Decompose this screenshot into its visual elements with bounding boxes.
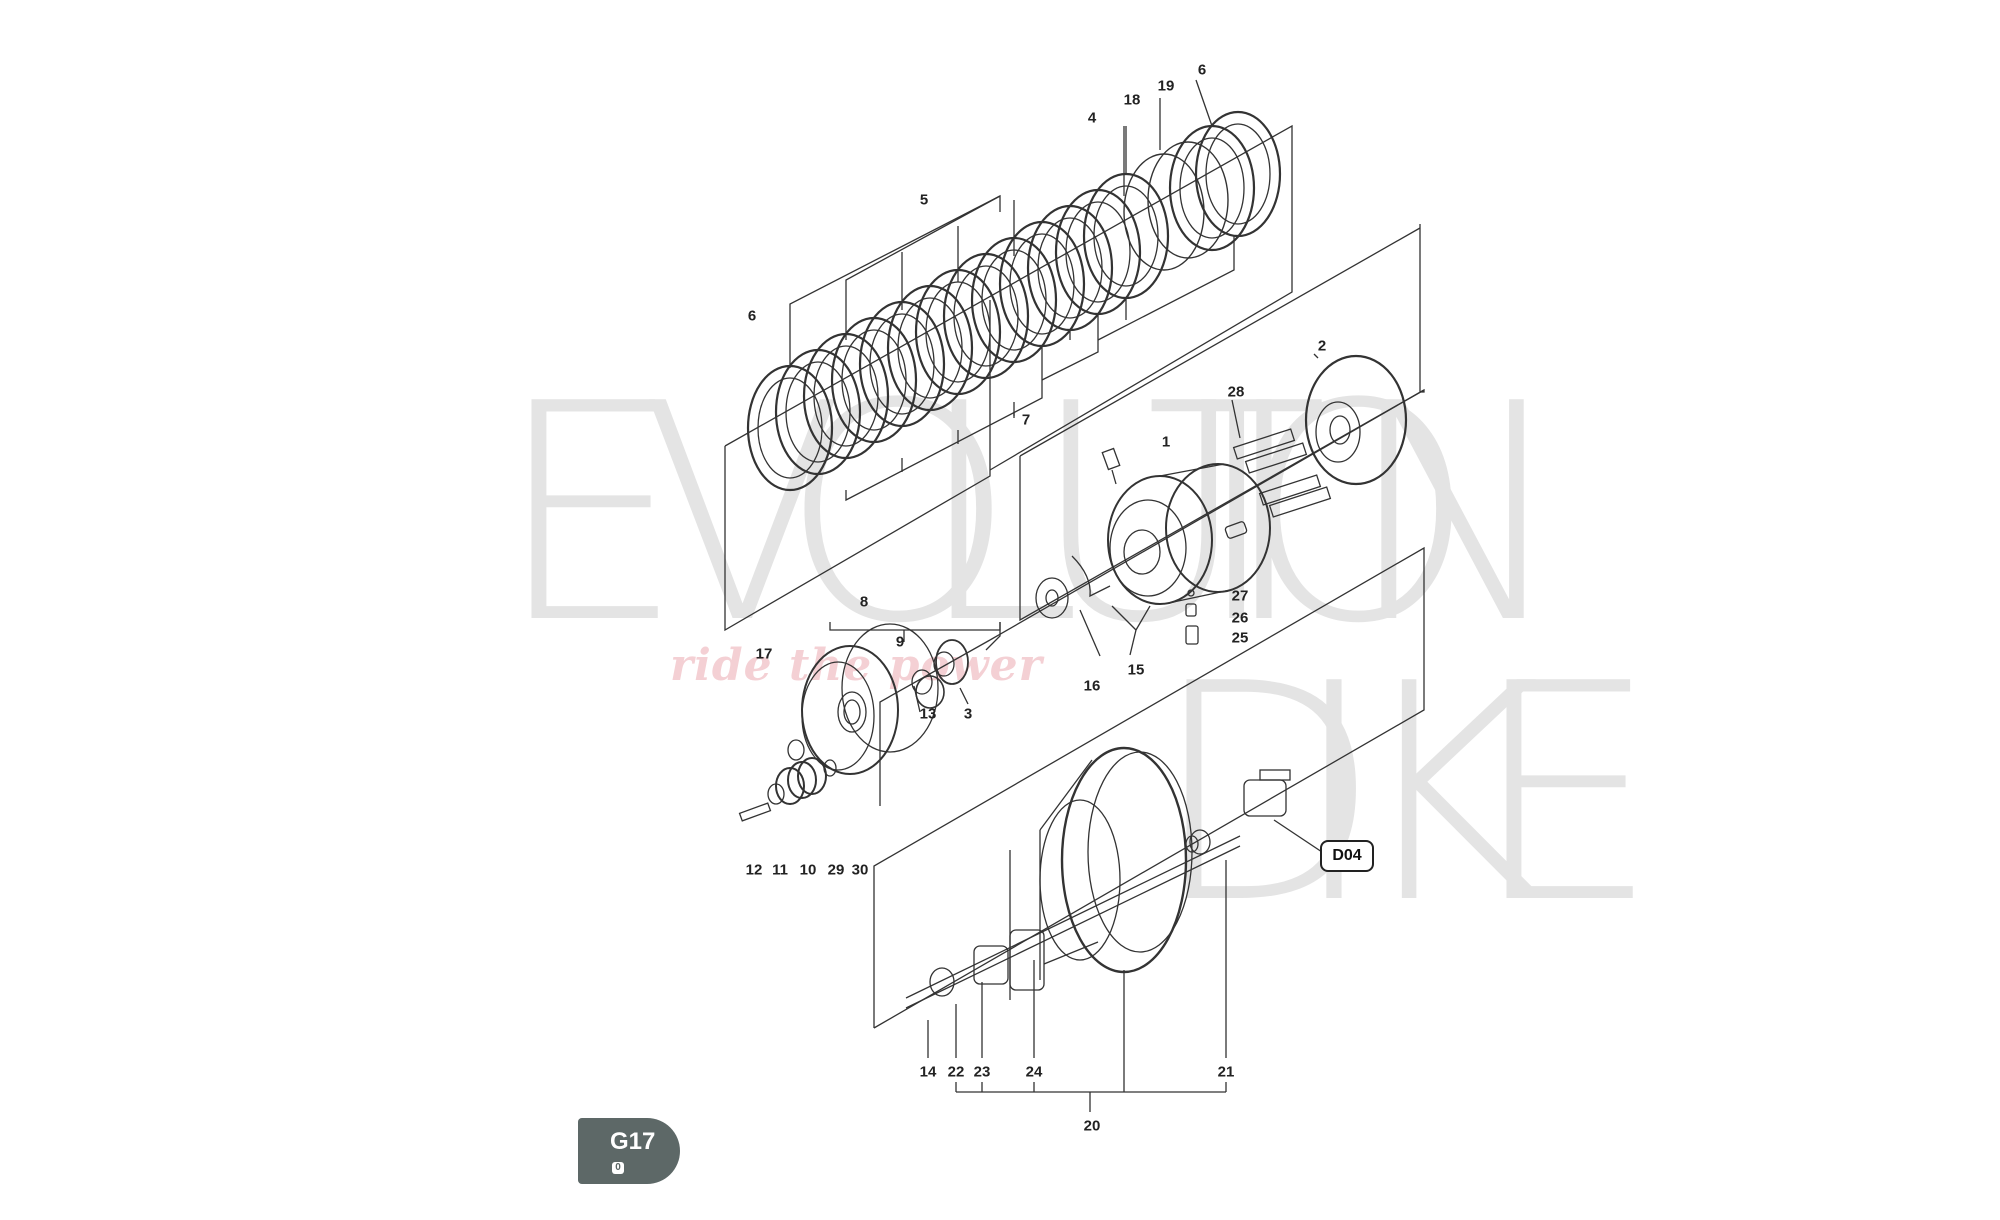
callout-11: 11 — [772, 861, 788, 879]
callout-1: 1 — [1161, 433, 1171, 451]
clutch-basket — [873, 546, 1425, 1112]
callout-19: 19 — [1157, 77, 1175, 95]
watermark-letter: O — [780, 340, 1017, 689]
callout-12: 12 — [745, 861, 763, 879]
callout-15: 15 — [1127, 661, 1145, 679]
callout-25: 25 — [1231, 629, 1249, 647]
callout-8: 8 — [859, 593, 869, 611]
callout-2: 2 — [1317, 337, 1327, 355]
watermark-letter: U — [1030, 340, 1250, 689]
watermark-tagline: ride the power — [670, 640, 1043, 691]
plate-stack — [724, 79, 1293, 632]
callout-23: 23 — [973, 1063, 991, 1081]
callout-14: 14 — [919, 1063, 937, 1081]
watermark-letter: E — [1470, 620, 1660, 969]
callout-26: 26 — [1231, 609, 1249, 627]
callout-9: 9 — [895, 633, 905, 651]
callout-29: 29 — [827, 861, 845, 879]
watermark-letter: K — [1350, 620, 1547, 969]
callout-7: 7 — [1021, 411, 1031, 429]
callout-6-top: 6 — [1197, 61, 1207, 79]
callout-17: 17 — [755, 645, 773, 663]
revision-marker: 0 — [612, 1162, 624, 1174]
callout-16: 16 — [1083, 677, 1101, 695]
page-badge: G17 0 — [578, 1118, 680, 1184]
hub-block — [1019, 224, 1425, 657]
callout-20: 20 — [1083, 1117, 1101, 1135]
callout-27: 27 — [1231, 587, 1249, 605]
callout-30: 30 — [851, 861, 869, 879]
callout-5: 5 — [919, 191, 929, 209]
callout-21: 21 — [1217, 1063, 1235, 1081]
watermark-letter: D — [1150, 620, 1382, 969]
reference-box: D04 — [1320, 840, 1374, 872]
page-code: G17 — [610, 1128, 656, 1155]
watermark-letter: I — [1220, 340, 1309, 689]
inner-hub — [738, 389, 1425, 822]
callout-28: 28 — [1227, 383, 1245, 401]
watermark-letter: I — [1290, 620, 1379, 969]
callout-13: 13 — [919, 705, 937, 723]
callout-24: 24 — [1025, 1063, 1043, 1081]
callout-18: 18 — [1123, 91, 1141, 109]
callout-3: 3 — [963, 705, 973, 723]
callout-22: 22 — [947, 1063, 965, 1081]
callout-4: 4 — [1087, 109, 1097, 127]
watermark-letter: E — [495, 340, 685, 689]
watermark-letter: L — [915, 340, 1083, 689]
callout-10: 10 — [799, 861, 817, 879]
watermark-letter: N — [1345, 340, 1570, 689]
callout-6-left: 6 — [747, 307, 757, 325]
